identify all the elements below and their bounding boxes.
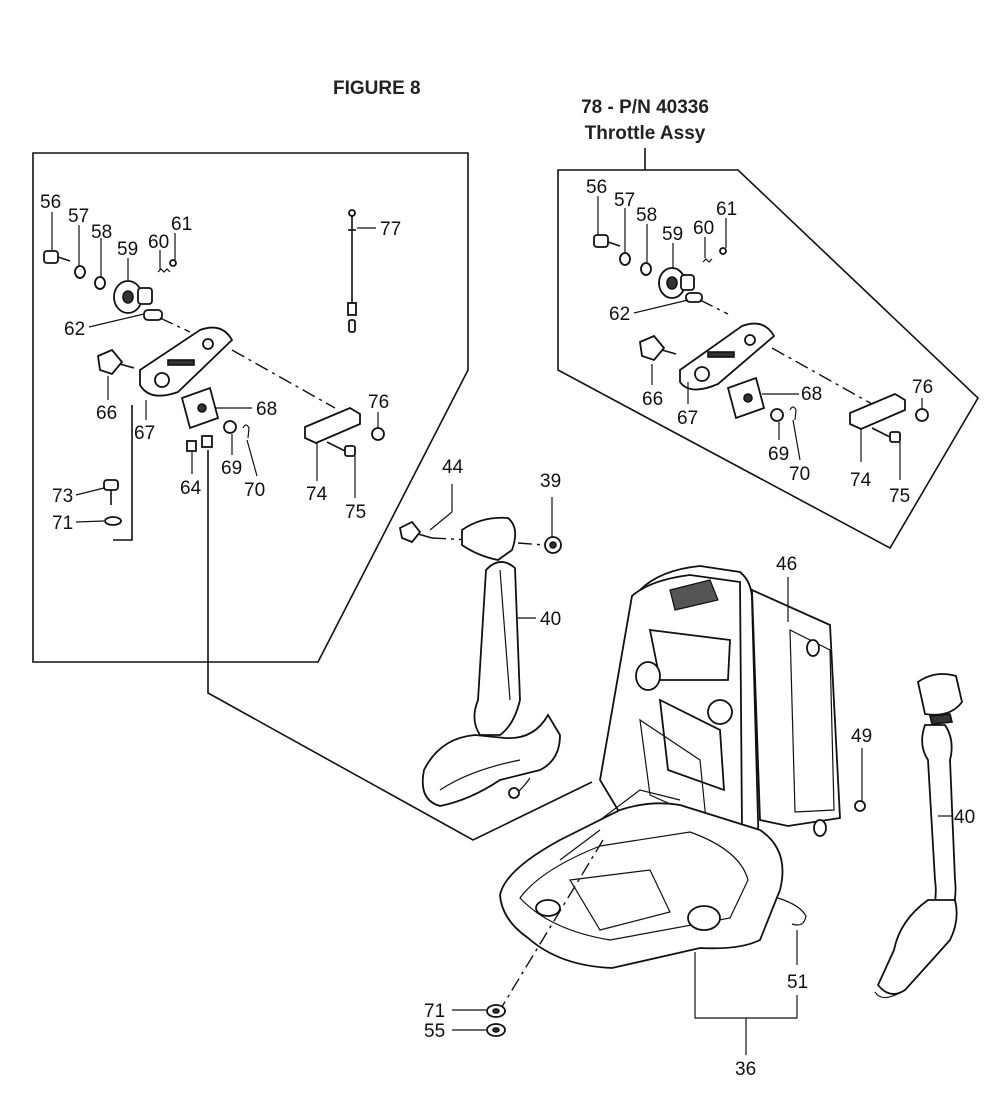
callout-68: 68: [256, 399, 277, 420]
callout-71-bottom: 71: [424, 1001, 445, 1022]
left-throttle-parts: [43, 209, 385, 541]
right-throttle-parts: [593, 234, 929, 443]
callout-49: 49: [851, 726, 872, 747]
callout-51: 51: [787, 972, 808, 993]
callout-75-r: 75: [889, 486, 910, 507]
callout-67-r: 67: [677, 408, 698, 429]
callout-69-r: 69: [768, 444, 789, 465]
callout-39: 39: [540, 471, 561, 492]
callout-59: 59: [117, 239, 138, 260]
right-inset-frame: [557, 169, 980, 550]
left-callouts: 56 57 58 59 60 61 62 66 67 68 69 70 64 7…: [40, 192, 401, 534]
callout-57-r: 57: [614, 190, 635, 211]
callout-77: 77: [380, 219, 401, 240]
callout-75: 75: [345, 502, 366, 523]
right-callouts: 56 57 58 59 60 61 62 66 67 68 69 70 74 7…: [586, 177, 933, 507]
callout-57: 57: [68, 206, 89, 227]
callout-44: 44: [442, 457, 464, 478]
callout-76: 76: [368, 392, 389, 413]
callout-76-r: 76: [912, 377, 933, 398]
callout-60-r: 60: [693, 218, 714, 239]
right-shoulder-strap: [874, 673, 963, 999]
callout-62: 62: [64, 319, 85, 340]
main-leaders: [694, 577, 863, 1055]
callout-73: 73: [52, 486, 73, 507]
callout-61-r: 61: [716, 199, 737, 220]
callout-36: 36: [735, 1059, 756, 1080]
callout-40-right: 40: [954, 807, 975, 828]
callout-46: 46: [776, 554, 797, 575]
main-callouts: 44 39 40 46 49 40 51 36 71 55: [424, 457, 975, 1080]
callout-74: 74: [306, 484, 328, 505]
callout-67: 67: [134, 423, 155, 444]
callout-68-r: 68: [801, 384, 822, 405]
assembly-name: Throttle Assy: [585, 123, 706, 144]
left-shoulder-strap: [421, 516, 561, 807]
callout-71: 71: [52, 513, 73, 534]
callout-70-r: 70: [789, 464, 810, 485]
left-inset-frame: [32, 152, 469, 663]
inset-connection-line: [207, 450, 593, 841]
callout-56-r: 56: [586, 177, 607, 198]
callout-70: 70: [244, 480, 265, 501]
left-leaders: [51, 212, 379, 523]
callout-55: 55: [424, 1021, 445, 1042]
callout-74-r: 74: [850, 470, 872, 491]
callout-66-r: 66: [642, 389, 663, 410]
right-leaders: [597, 196, 923, 480]
callout-60: 60: [148, 232, 169, 253]
callout-66: 66: [96, 403, 117, 424]
figure-title: FIGURE 8: [333, 78, 421, 99]
strap-fasteners: [398, 484, 562, 554]
callout-61: 61: [171, 214, 192, 235]
callout-59-r: 59: [662, 224, 683, 245]
callout-69: 69: [221, 458, 242, 479]
bottom-washers: [452, 1004, 506, 1037]
backpack-frame: [499, 565, 866, 1011]
callout-56: 56: [40, 192, 61, 213]
callout-58: 58: [91, 222, 112, 243]
callout-58-r: 58: [636, 205, 657, 226]
callout-40-left: 40: [540, 609, 561, 630]
callout-62-r: 62: [609, 304, 630, 325]
callout-64: 64: [180, 478, 202, 499]
assembly-part-number: 78 - P/N 40336: [581, 97, 709, 118]
